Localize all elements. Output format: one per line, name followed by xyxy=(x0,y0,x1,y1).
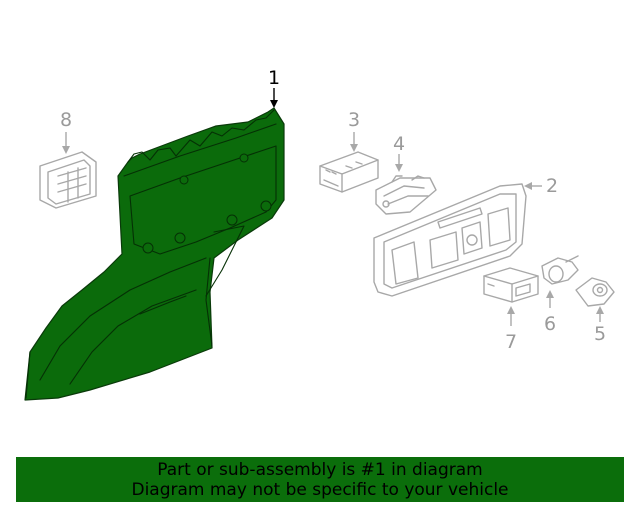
callout-4[interactable]: 4 xyxy=(393,133,405,155)
callout-2-leader xyxy=(524,182,542,190)
part-4-connector[interactable] xyxy=(375,175,437,215)
part-1-console-panel[interactable] xyxy=(24,107,285,401)
banner-line-2: Diagram may not be specific to your vehi… xyxy=(131,479,509,500)
part-3-switch[interactable] xyxy=(319,151,379,193)
callout-8-leader xyxy=(62,132,70,154)
parts-diagram: 1 8 3 4 xyxy=(24,67,615,401)
callout-7-leader xyxy=(507,306,515,326)
callout-5[interactable]: 5 xyxy=(594,323,606,345)
banner-line-1: Part or sub-assembly is #1 in diagram xyxy=(157,459,483,480)
part-2-bezel[interactable] xyxy=(373,183,527,297)
callout-6-leader xyxy=(546,290,554,308)
callout-4-leader xyxy=(395,154,403,172)
callout-3[interactable]: 3 xyxy=(348,109,360,131)
part-6-socket[interactable] xyxy=(541,255,579,285)
callout-1-leader xyxy=(270,88,278,108)
callout-7[interactable]: 7 xyxy=(505,331,517,353)
callout-5-leader xyxy=(596,306,604,322)
part-7-usb-port[interactable] xyxy=(483,267,539,303)
callout-1[interactable]: 1 xyxy=(268,67,280,89)
callout-3-leader xyxy=(350,132,358,152)
callout-8[interactable]: 8 xyxy=(60,109,72,131)
callout-6[interactable]: 6 xyxy=(544,313,556,335)
part-5-lamp[interactable] xyxy=(575,277,615,307)
part-8-outlet[interactable] xyxy=(39,151,97,209)
callout-2[interactable]: 2 xyxy=(546,175,558,197)
fitment-notice-banner: Part or sub-assembly is #1 in diagram Di… xyxy=(16,457,624,502)
